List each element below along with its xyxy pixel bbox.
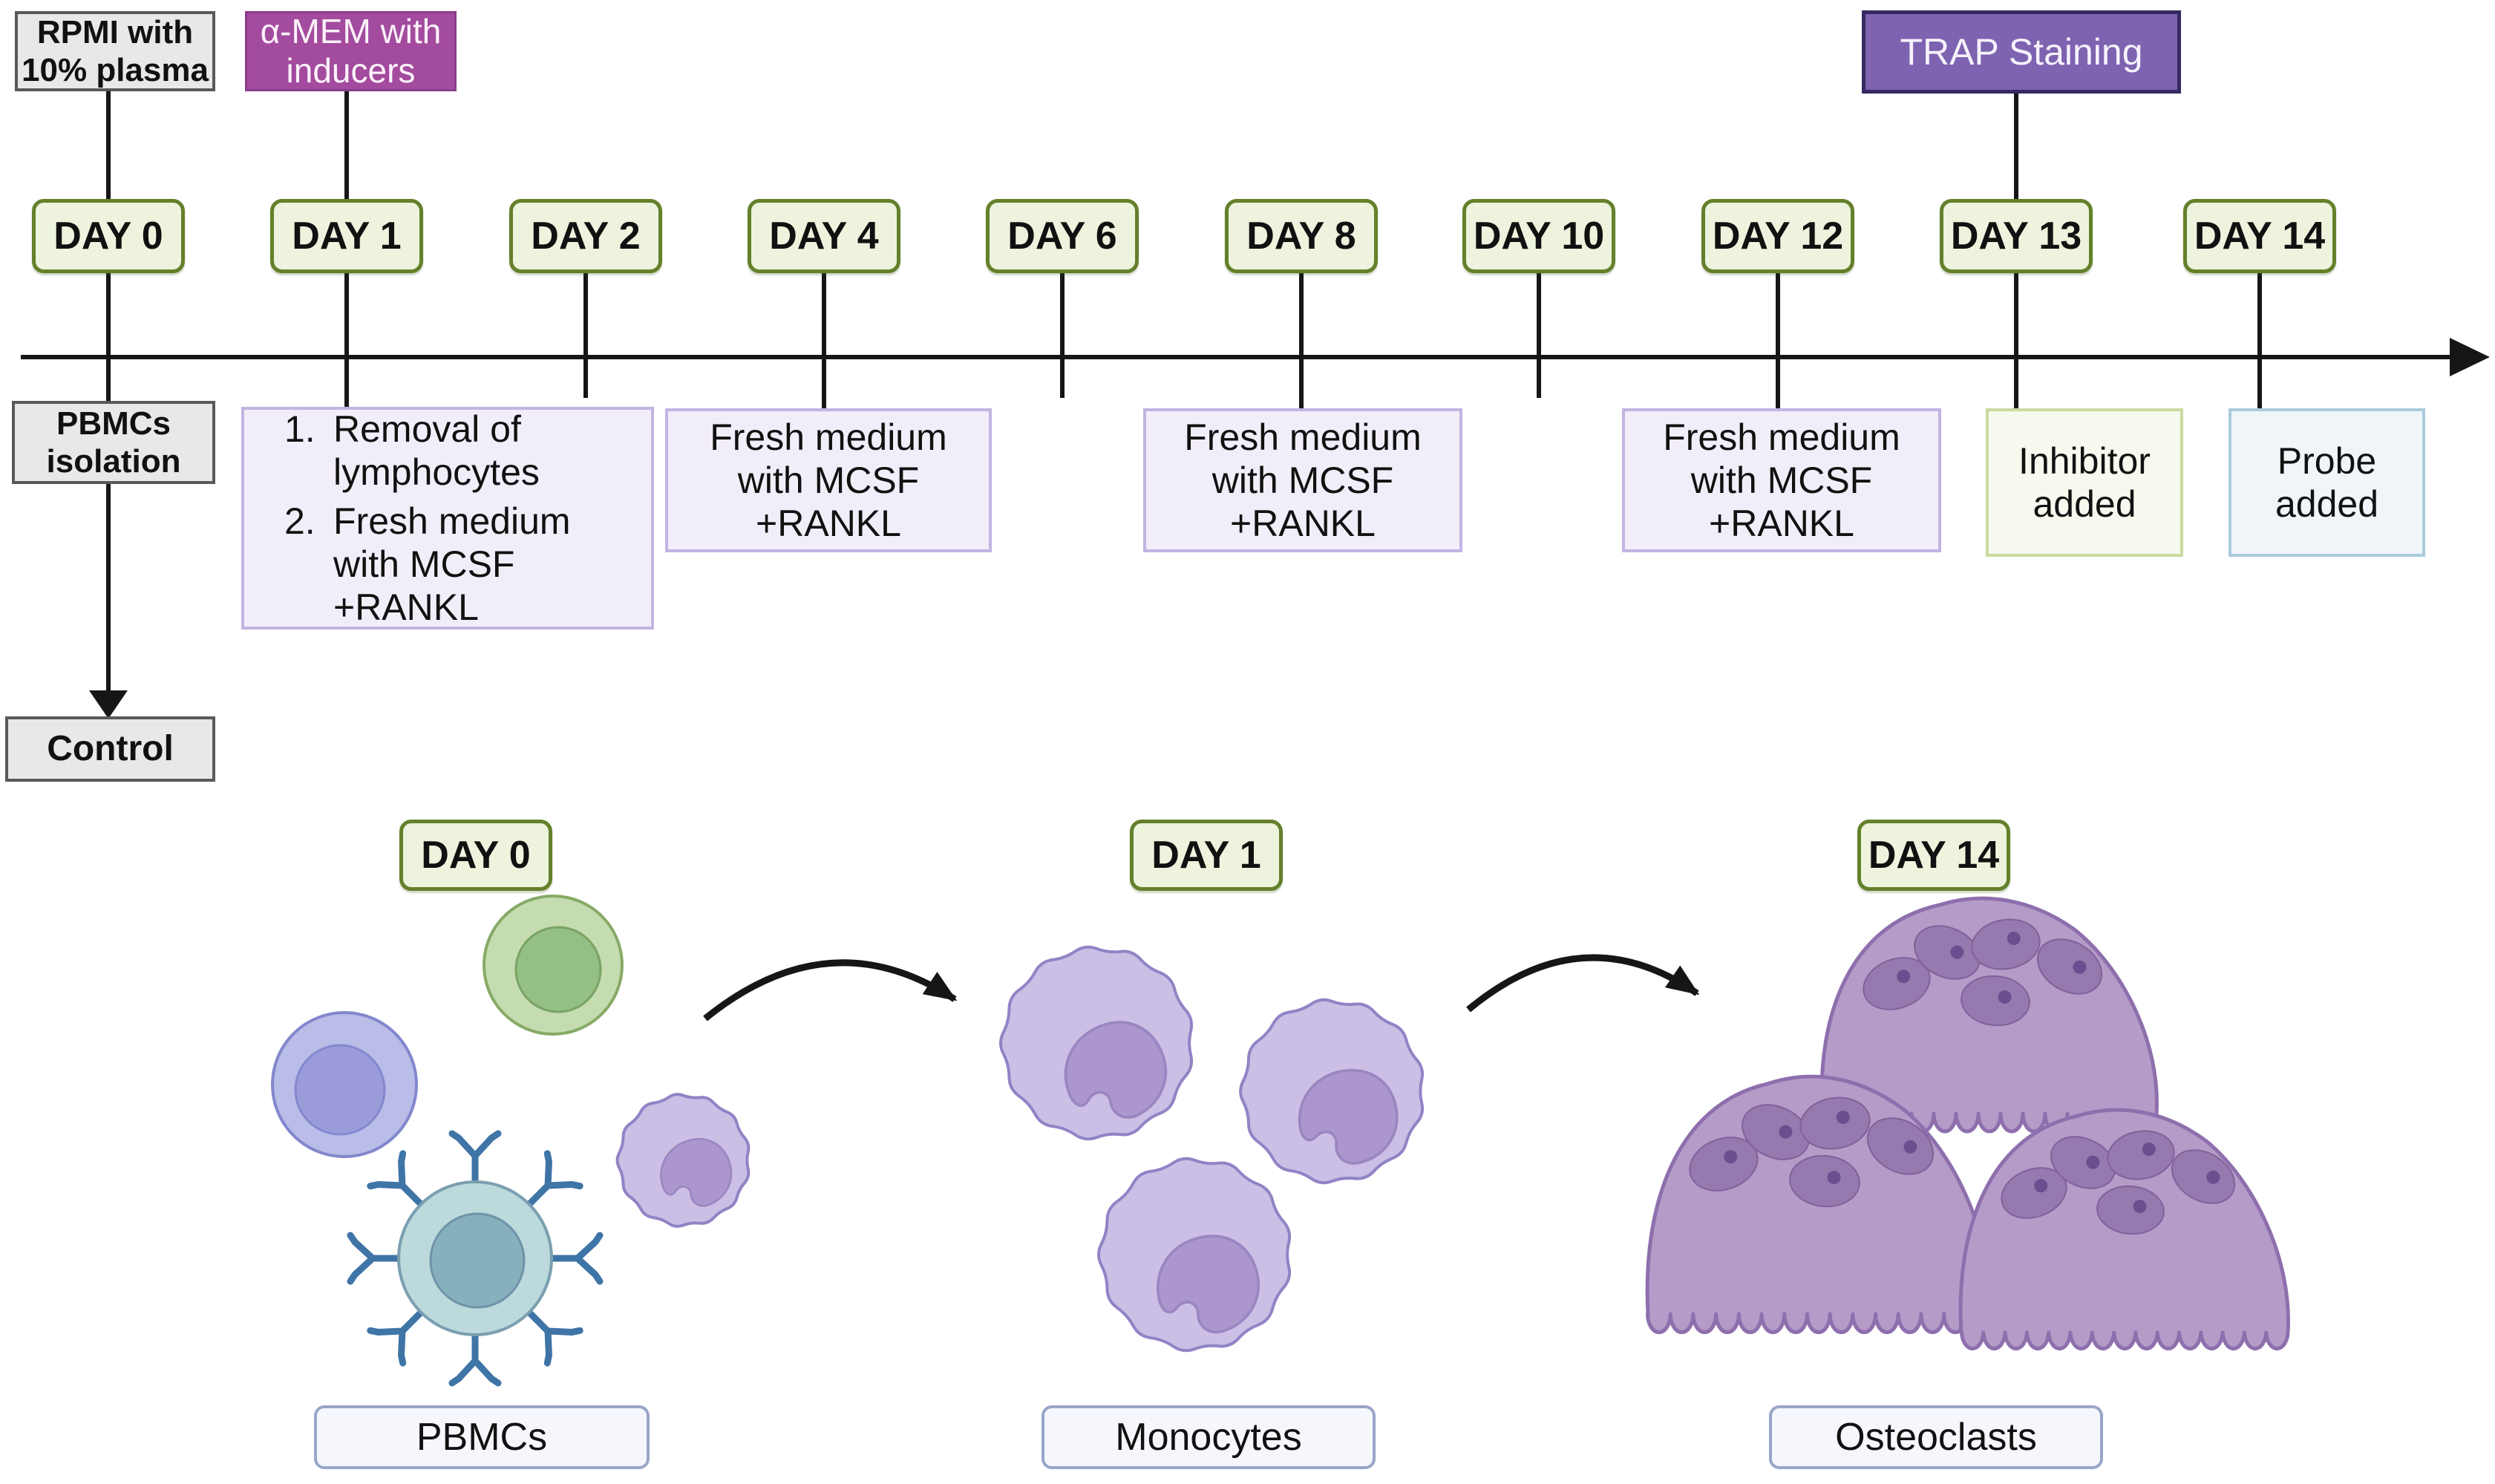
pbmc-to-monocyte-arrow — [703, 959, 958, 1022]
stage-day0-label: DAY 0 — [399, 820, 552, 891]
timeline-axis — [21, 338, 2490, 376]
rpmi-medium-box: RPMI with 10% plasma — [15, 11, 215, 91]
day-8-box: DAY 8 — [1225, 199, 1378, 273]
day-6-box: DAY 6 — [986, 199, 1139, 273]
monocytes-label: Monocytes — [1042, 1405, 1376, 1469]
antibody-receptor-icon — [452, 1334, 498, 1383]
control-arrowhead — [89, 690, 128, 719]
antibody-receptor-icon — [350, 1235, 399, 1281]
trap-staining-box: TRAP Staining — [1862, 10, 2181, 94]
day12-fresh-medium-note: Fresh medium with MCSF +RANKL — [1622, 408, 1941, 552]
inhibitor-added-note: Inhibitor added — [1986, 408, 2183, 557]
amem-inducers-box: α-MEM with inducers — [245, 11, 457, 91]
b-cell-with-antibodies — [350, 1134, 600, 1383]
monocyte-to-osteoclast-arrow — [1466, 954, 1700, 1013]
day-10-box: DAY 10 — [1462, 199, 1615, 273]
day-2-box: DAY 2 — [509, 199, 662, 273]
osteoclast-cells-illustration — [1645, 896, 2290, 1351]
monocyte-cell-2 — [1239, 998, 1425, 1185]
day4-fresh-medium-note: Fresh medium with MCSF +RANKL — [665, 408, 992, 552]
control-box: Control — [5, 716, 215, 782]
monocyte-cell-1 — [999, 945, 1194, 1141]
pbmc-isolation-box: PBMCs isolation — [12, 401, 215, 484]
day8-fresh-medium-note: Fresh medium with MCSF +RANKL — [1143, 408, 1462, 552]
osteoclast-cell-3 — [1958, 1108, 2290, 1351]
antibody-receptor-icon — [452, 1134, 498, 1183]
osteoclast-cell-2 — [1645, 1074, 1992, 1334]
differentiation-arrows — [703, 954, 1700, 1022]
day1-procedure-note: 1. Removal of lymphocytes 2. Fresh mediu… — [241, 407, 654, 630]
list-item-text: Removal of lymphocytes — [333, 408, 540, 493]
pbmc-cells-illustration — [271, 895, 751, 1383]
stage-day14-label: DAY 14 — [1857, 820, 2010, 891]
day-4-box: DAY 4 — [748, 199, 900, 273]
day-13-box: DAY 13 — [1940, 199, 2093, 273]
osteoclasts-label: Osteoclasts — [1769, 1405, 2103, 1469]
monocyte-cells-illustration — [999, 945, 1425, 1353]
list-item-text: Fresh medium with MCSF +RANKL — [333, 500, 571, 628]
probe-added-note: Probe added — [2229, 408, 2425, 557]
monocyte-cell-3 — [1097, 1157, 1292, 1353]
pbmcs-label: PBMCs — [314, 1405, 650, 1469]
stage-day1-label: DAY 1 — [1130, 820, 1283, 891]
day-1-box: DAY 1 — [270, 199, 423, 273]
monocyte-small-cell — [615, 1093, 751, 1228]
day-12-box: DAY 12 — [1701, 199, 1854, 273]
lymphocyte-green-cell — [483, 895, 624, 1036]
lymphocyte-blue-cell — [271, 1011, 418, 1158]
day-0-box: DAY 0 — [32, 199, 185, 273]
list-item-number: 2. — [284, 500, 315, 542]
day-14-box: DAY 14 — [2183, 199, 2336, 273]
antibody-receptor-icon — [551, 1235, 600, 1281]
list-item-number: 1. — [284, 408, 315, 450]
